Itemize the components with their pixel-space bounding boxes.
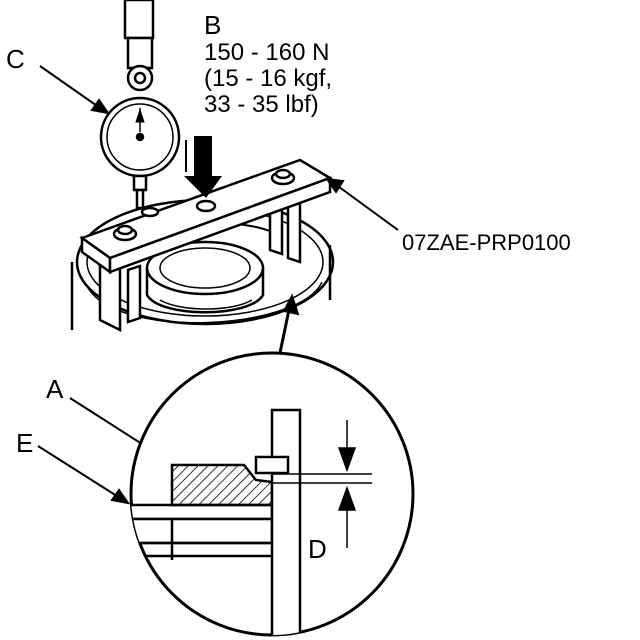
indicator-plunger bbox=[135, 188, 145, 210]
dial-indicator bbox=[99, 0, 181, 210]
spec-line-3: 33 - 35 lbf) bbox=[204, 91, 319, 118]
detail-plate-top bbox=[131, 503, 274, 521]
special-tool-bridge bbox=[79, 158, 333, 333]
indicator-neck bbox=[132, 174, 148, 192]
leader-tool bbox=[334, 183, 399, 231]
label-d: D bbox=[308, 534, 327, 564]
tool-center-hole bbox=[195, 199, 217, 213]
detail-view bbox=[129, 351, 415, 637]
tool-part-number: 07ZAE-PRP0100 bbox=[402, 230, 571, 255]
label-e: E bbox=[16, 428, 34, 458]
force-arrow-head bbox=[184, 176, 222, 198]
indicator-stand-rod bbox=[123, 0, 155, 40]
label-c: C bbox=[6, 44, 25, 74]
label-a: A bbox=[46, 374, 64, 404]
label-b: B bbox=[204, 10, 222, 40]
force-arrow bbox=[184, 136, 222, 198]
spec-line-2: (15 - 16 kgf, bbox=[204, 65, 333, 92]
detail-contact-block bbox=[254, 455, 290, 475]
leader-c bbox=[39, 65, 101, 109]
dimension-d bbox=[272, 420, 372, 548]
indicator-stem bbox=[126, 36, 154, 70]
spec-line-1: 150 - 160 N bbox=[204, 39, 330, 66]
force-arrow-shaft bbox=[194, 136, 212, 180]
leader-e bbox=[37, 445, 121, 499]
detail-indicator-rod bbox=[270, 408, 302, 635]
tool-right-leg bbox=[286, 198, 302, 264]
